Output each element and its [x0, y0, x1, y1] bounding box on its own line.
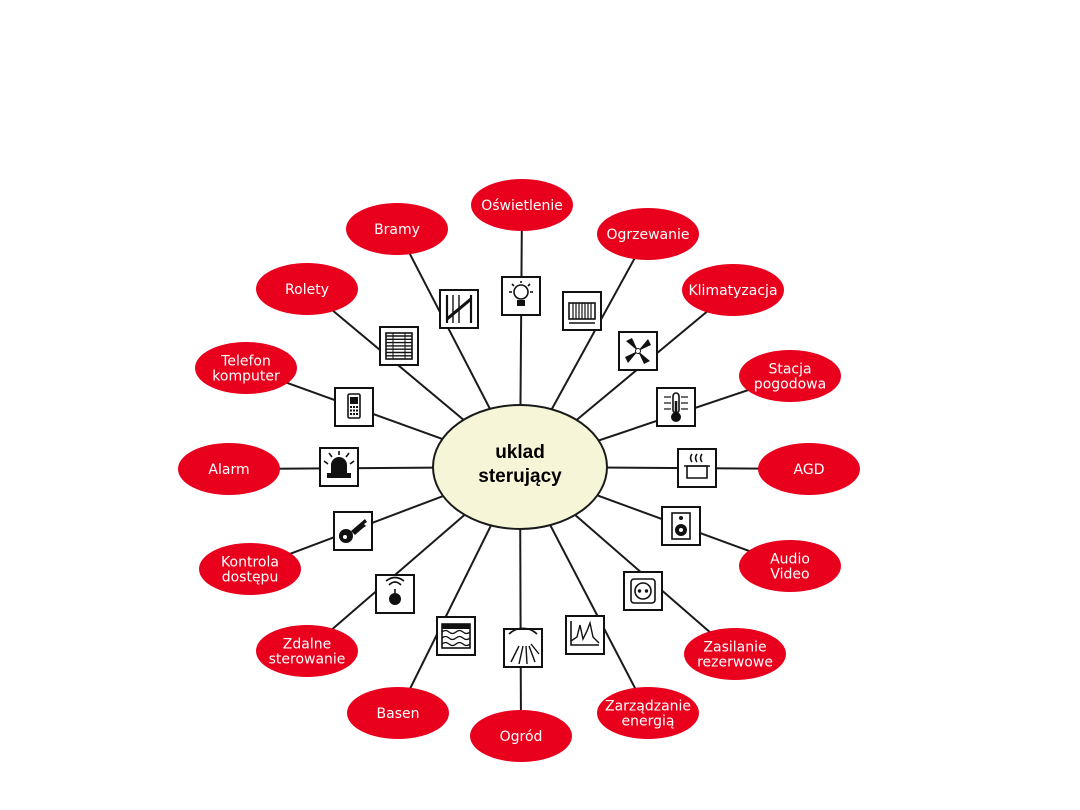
node-label: Zasilanie — [703, 640, 766, 656]
node-ellipse — [758, 443, 860, 495]
node-agd: AGD — [758, 443, 860, 495]
node-label: Ogród — [500, 729, 543, 745]
remote-signal-icon — [375, 574, 415, 614]
node-label: Kontrola — [221, 555, 279, 571]
node-ellipse — [739, 350, 841, 402]
node-klimatyzacja: Klimatyzacja — [682, 264, 784, 316]
power-socket-icon — [623, 571, 663, 611]
node-label: dostępu — [222, 570, 279, 586]
speaker-icon — [661, 506, 701, 546]
hub-label-line-1: uklad — [495, 442, 545, 463]
node-ellipse — [199, 543, 301, 595]
node-ellipse — [597, 208, 699, 260]
sun-icon — [503, 627, 543, 668]
device-nodes: OświetlenieOgrzewanieKlimatyzacjaStacjap… — [178, 179, 860, 762]
node-label: Video — [770, 567, 809, 583]
node-label: Zdalne — [283, 637, 331, 653]
node-label: Stacja — [768, 362, 811, 378]
node-ogrod: Ogród — [470, 710, 572, 762]
alarm-beacon-icon — [319, 447, 359, 487]
node-label: Oświetlenie — [481, 198, 563, 214]
phone-icon — [334, 387, 374, 427]
node-label: Basen — [377, 706, 420, 722]
node-label: Zarządzanie — [605, 699, 691, 715]
node-ellipse — [471, 179, 573, 231]
radiator-icon — [562, 291, 602, 331]
node-ellipse — [346, 203, 448, 255]
fan-icon — [618, 331, 658, 371]
node-label: komputer — [212, 369, 280, 385]
node-ellipse — [684, 628, 786, 680]
energy-graph-icon — [565, 615, 605, 655]
node-label: Rolety — [285, 282, 329, 298]
node-label: pogodowa — [754, 377, 826, 393]
icon-box — [501, 276, 541, 316]
node-oswietlenie: Oświetlenie — [471, 179, 573, 231]
node-ogrzewanie: Ogrzewanie — [597, 208, 699, 260]
node-ellipse — [597, 687, 699, 739]
node-label: AGD — [794, 462, 825, 478]
node-rolety: Rolety — [256, 263, 358, 315]
hub-ellipse — [432, 404, 608, 530]
hub-label-line-2: sterujący — [478, 466, 562, 487]
thermometer-icon — [656, 387, 696, 427]
node-label: Klimatyzacja — [688, 283, 777, 299]
node-label: sterowanie — [269, 652, 346, 668]
cooking-pot-icon — [677, 448, 717, 488]
node-basen: Basen — [347, 687, 449, 739]
node-label: Alarm — [208, 462, 249, 478]
node-label: rezerwowe — [697, 655, 773, 671]
node-label: Ogrzewanie — [606, 227, 689, 243]
node-ellipse — [178, 443, 280, 495]
node-ellipse — [682, 264, 784, 316]
node-label: Bramy — [374, 222, 420, 238]
node-ellipse — [195, 342, 297, 394]
key-icon — [333, 511, 373, 551]
node-label: Telefon — [220, 354, 271, 370]
node-label: energią — [622, 714, 675, 730]
node-label: Audio — [770, 552, 810, 568]
node-ellipse — [256, 263, 358, 315]
node-ellipse — [470, 710, 572, 762]
node-ellipse — [256, 625, 358, 677]
node-ellipse — [739, 540, 841, 592]
pool-water-icon — [436, 616, 476, 656]
node-alarm: Alarm — [178, 443, 280, 495]
blinds-icon — [379, 326, 419, 366]
icon-box — [623, 571, 663, 611]
node-ellipse — [347, 687, 449, 739]
node-bramy: Bramy — [346, 203, 448, 255]
icon-boxes — [319, 276, 717, 668]
gate-icon — [439, 289, 479, 329]
control-hub: uklad sterujący — [432, 404, 608, 530]
light-bulb-icon — [501, 276, 541, 316]
